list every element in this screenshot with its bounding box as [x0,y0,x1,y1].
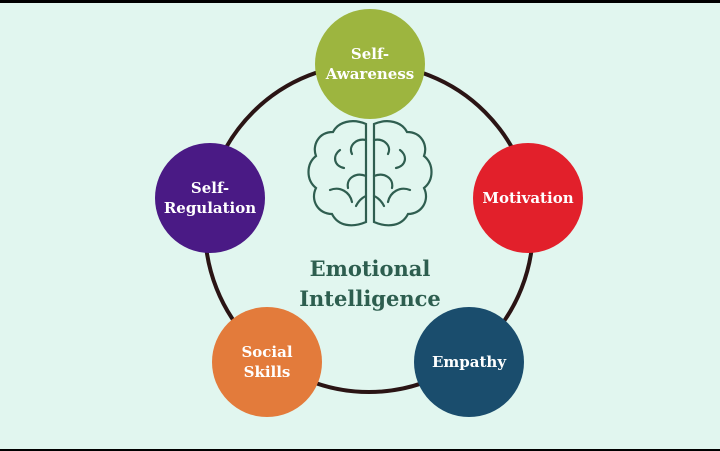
bottom-border [0,449,720,451]
node-motivation: Motivation [473,143,583,253]
node-label: Empathy [431,353,507,371]
top-border [0,0,720,3]
node-label: Self- Awareness [325,45,415,83]
center-title: Emotional Intelligence [299,256,441,311]
node-empathy: Empathy [414,307,524,417]
node-label: Social Skills [241,343,293,381]
node-label: Motivation [482,189,574,207]
node-self-awareness: Self- Awareness [315,9,425,119]
node-self-regulation: Self- Regulation [155,143,265,253]
brain-icon [307,120,433,227]
node-social-skills: Social Skills [212,307,322,417]
node-label: Self- Regulation [163,179,257,217]
